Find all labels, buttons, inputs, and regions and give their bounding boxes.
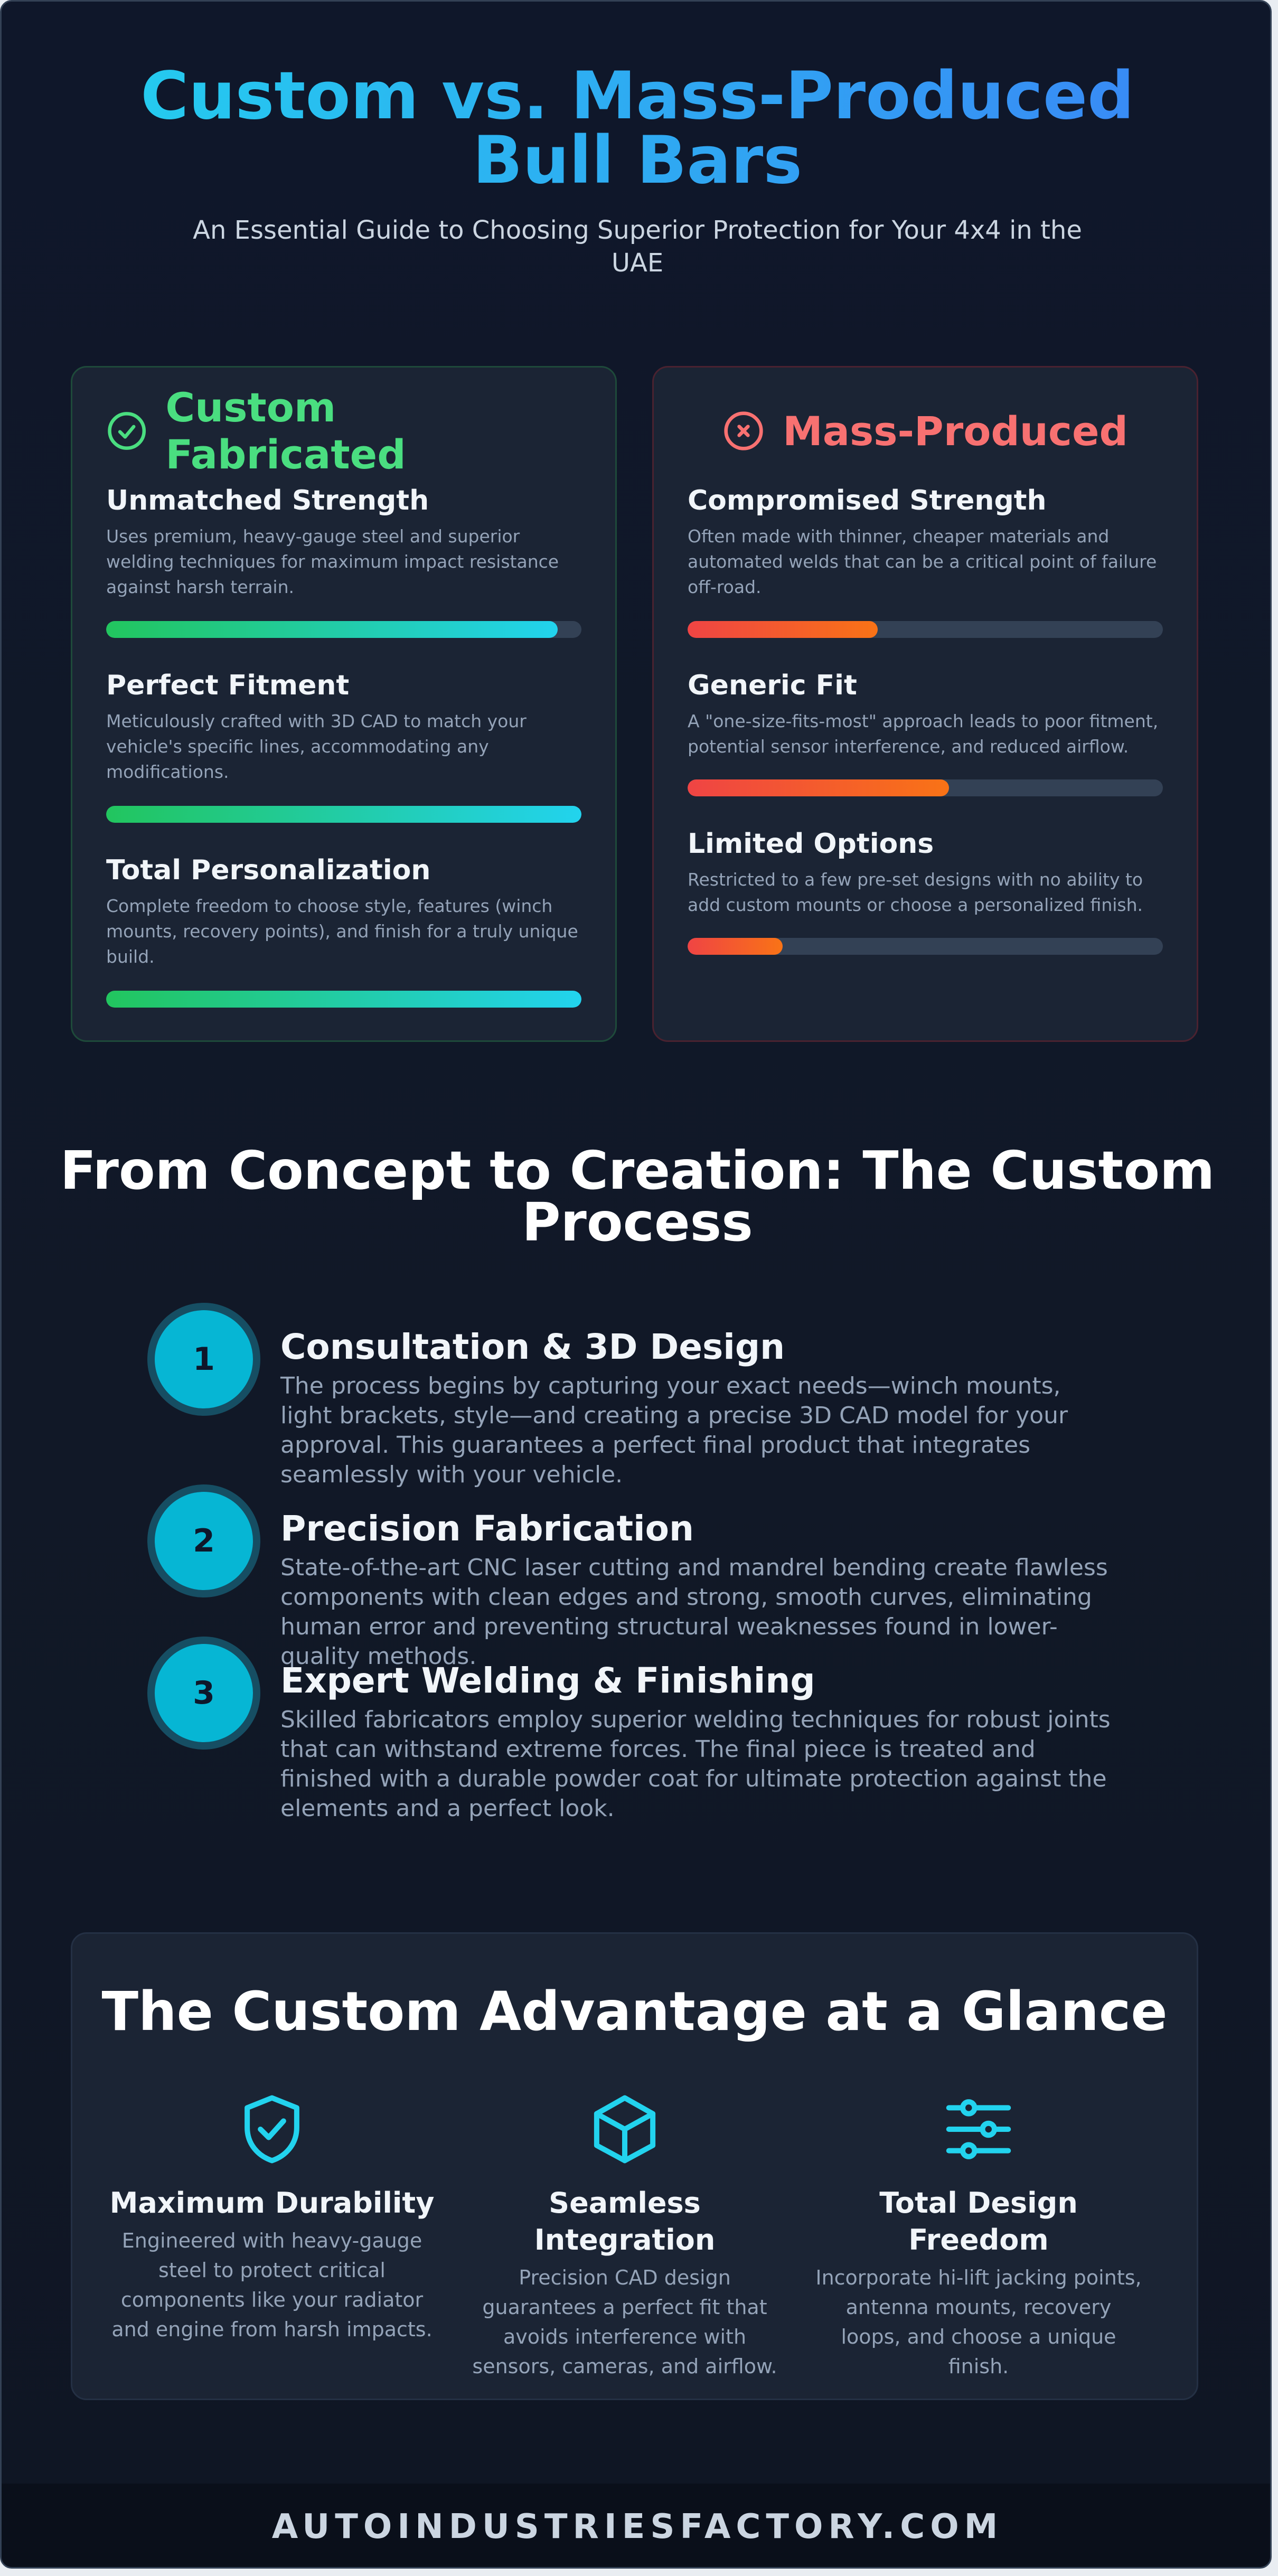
advantage-item-title: Seamless Integration xyxy=(534,2186,716,2257)
footer-website-link[interactable]: AUTOINDUSTRIESFACTORY.COM xyxy=(271,2507,1003,2546)
step-description: The process begins by capturing your exa… xyxy=(280,1372,1068,1488)
step-body: Consultation & 3D Design The process beg… xyxy=(280,1326,1116,1490)
check-circle-icon xyxy=(108,412,146,450)
step-body: Precision Fabrication State-of-the-art C… xyxy=(280,1508,1116,1671)
rating-bar-fill xyxy=(688,938,783,955)
rating-bar-fill xyxy=(106,991,581,1008)
mass-options-rating-bar xyxy=(688,938,1163,955)
rating-bar-fill xyxy=(688,621,878,638)
cube-icon xyxy=(594,2095,656,2164)
feature-description: A "one-size-fits-most" approach leads to… xyxy=(688,711,1159,757)
step-title: Precision Fabrication xyxy=(280,1508,694,1549)
custom-feature-fitment: Perfect Fitment Meticulously crafted wit… xyxy=(106,669,581,785)
mass-card-title: Mass-Produced xyxy=(783,407,1128,455)
rating-bar-fill xyxy=(106,806,581,823)
custom-card-title: Custom Fabricated xyxy=(165,384,406,478)
mass-feature-fit: Generic Fit A "one-size-fits-most" appro… xyxy=(688,669,1163,759)
step-title: Expert Welding & Finishing xyxy=(280,1660,815,1701)
mass-strength-rating-bar xyxy=(688,621,1163,638)
advantage-item-title: Total Design Freedom xyxy=(879,2186,1078,2257)
advantage-item-description: Incorporate hi-lift jacking points, ante… xyxy=(815,2266,1142,2378)
shield-check-icon xyxy=(245,2095,299,2164)
feature-title: Generic Fit xyxy=(688,670,857,701)
step-title: Consultation & 3D Design xyxy=(280,1327,785,1367)
advantage-title: The Custom Advantage at a Glance xyxy=(101,1980,1168,2043)
advantage-panel: The Custom Advantage at a Glance Maximum… xyxy=(71,1932,1198,2400)
mass-fit-rating-bar xyxy=(688,779,1163,796)
mass-card-header: Mass-Produced xyxy=(688,368,1163,494)
feature-description: Uses premium, heavy-gauge steel and supe… xyxy=(106,526,559,597)
step-description: State-of-the-art CNC laser cutting and m… xyxy=(280,1554,1108,1670)
x-circle-icon xyxy=(724,411,763,450)
step-number-badge: 3 xyxy=(155,1644,253,1742)
process-section-title: From Concept to Creation: The Custom Pro… xyxy=(60,1140,1215,1253)
custom-fitment-rating-bar xyxy=(106,806,581,823)
rating-bar-fill xyxy=(688,779,949,796)
feature-description: Often made with thinner, cheaper materia… xyxy=(688,526,1157,597)
step-body: Expert Welding & Finishing Skilled fabri… xyxy=(280,1660,1116,1823)
step-description: Skilled fabricators employ superior weld… xyxy=(280,1706,1111,1822)
feature-title: Total Personalization xyxy=(106,854,431,886)
footer: AUTOINDUSTRIESFACTORY.COM xyxy=(2,2484,1270,2567)
custom-feature-strength: Unmatched Strength Uses premium, heavy-g… xyxy=(106,484,581,600)
step-number-badge: 1 xyxy=(155,1310,253,1408)
feature-description: Restricted to a few pre-set designs with… xyxy=(688,869,1143,915)
advantage-item-description: Engineered with heavy-gauge steel to pro… xyxy=(111,2229,433,2341)
custom-strength-rating-bar xyxy=(106,621,581,638)
mass-feature-strength: Compromised Strength Often made with thi… xyxy=(688,484,1163,600)
feature-description: Meticulously crafted with 3D CAD to matc… xyxy=(106,711,527,782)
custom-personalization-rating-bar xyxy=(106,991,581,1008)
custom-fabricated-card: Custom Fabricated Unmatched Strength Use… xyxy=(71,366,617,1042)
advantage-durability: Maximum Durability Engineered with heavy… xyxy=(108,2090,436,2344)
sliders-icon xyxy=(946,2099,1011,2159)
feature-title: Perfect Fitment xyxy=(106,670,350,701)
feature-title: Limited Options xyxy=(688,828,934,860)
advantage-item-title: Maximum Durability xyxy=(109,2186,435,2220)
page-subtitle: An Essential Guide to Choosing Superior … xyxy=(193,215,1082,278)
advantage-integration: Seamless Integration Precision CAD desig… xyxy=(461,2090,788,2381)
custom-card-header: Custom Fabricated xyxy=(106,368,581,494)
mass-produced-card: Mass-Produced Compromised Strength Often… xyxy=(652,366,1198,1042)
feature-title: Unmatched Strength xyxy=(106,485,429,516)
advantage-item-description: Precision CAD design guarantees a perfec… xyxy=(472,2266,777,2378)
step-number-badge: 2 xyxy=(155,1492,253,1590)
page-title: Custom vs. Mass-Produced Bull Bars xyxy=(2,63,1270,193)
feature-description: Complete freedom to choose style, featur… xyxy=(106,896,578,967)
custom-feature-personalization: Total Personalization Complete freedom t… xyxy=(106,853,581,970)
advantage-design-freedom: Total Design Freedom Incorporate hi-lift… xyxy=(815,2090,1142,2381)
mass-feature-options: Limited Options Restricted to a few pre-… xyxy=(688,827,1163,918)
rating-bar-fill xyxy=(106,621,558,638)
feature-title: Compromised Strength xyxy=(688,485,1047,516)
